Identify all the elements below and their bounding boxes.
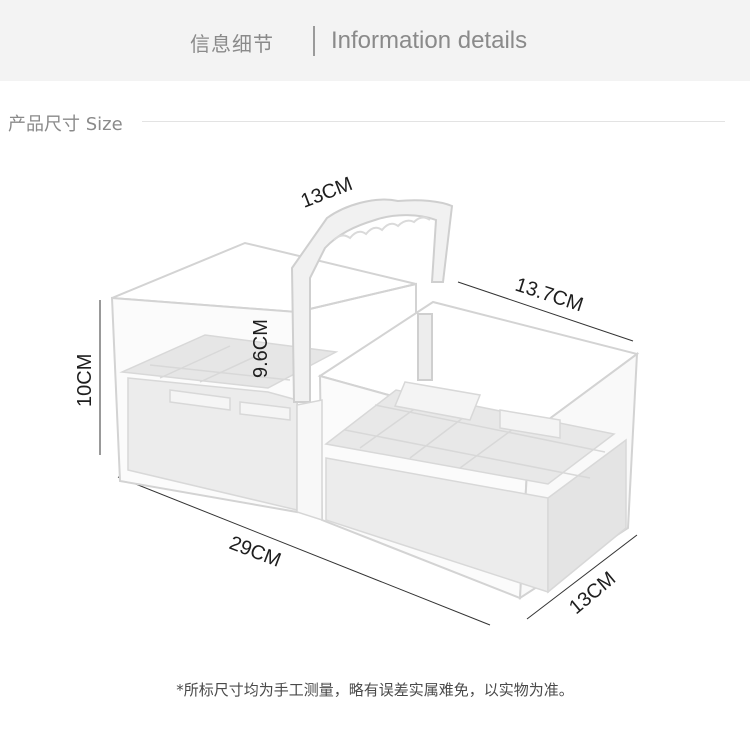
- dimension-top-width: 13.7CM: [512, 274, 585, 317]
- dimension-length: 29CM: [226, 532, 284, 572]
- dimension-depth: 13CM: [565, 568, 620, 619]
- header-title-en: Information details: [331, 27, 528, 54]
- measurement-footnote: *所标尺寸均为手工测量，略有误差实属难免，以实物为准。: [176, 681, 574, 699]
- carry-handle: [290, 198, 454, 403]
- dimension-height: 10CM: [74, 354, 96, 407]
- left-box-inner: [119, 334, 339, 511]
- product-illustration: 13CM 13.7CM 9.6CM 10CM 29CM 13CM: [74, 173, 640, 626]
- header-banner: 信息细节 Information details: [0, 0, 750, 81]
- header-divider: [313, 26, 315, 56]
- header-title-cn: 信息细节: [190, 32, 274, 56]
- section-divider: [142, 121, 725, 122]
- section-title: 产品尺寸 Size: [8, 114, 123, 135]
- center-posts: [296, 399, 323, 522]
- dimension-inner-height: 9.6CM: [250, 319, 272, 378]
- right-box-inner: [324, 381, 627, 594]
